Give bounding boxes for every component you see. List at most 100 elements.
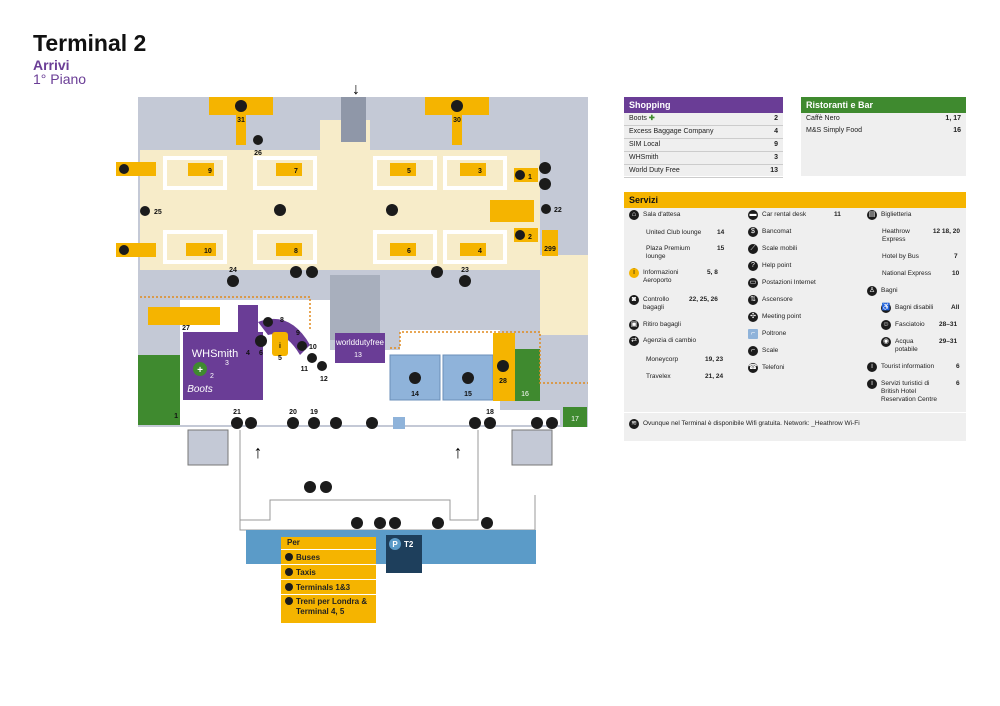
seat-icon: ⌂ — [629, 210, 639, 220]
info-icon: i — [629, 268, 639, 278]
info-icon: i — [867, 362, 877, 372]
svg-text:299: 299 — [544, 246, 556, 253]
svg-text:10: 10 — [309, 344, 317, 351]
exit-west — [187, 429, 229, 466]
phone-icon[interactable] — [539, 162, 551, 174]
escalator-icon: ⟋ — [748, 244, 758, 254]
svg-text:8: 8 — [280, 317, 284, 324]
ms-simply-food[interactable] — [515, 349, 540, 401]
cafe-nero-17[interactable] — [563, 407, 587, 427]
lift-icon — [432, 517, 444, 529]
baggage-icon — [119, 164, 129, 174]
svg-text:25: 25 — [154, 209, 162, 216]
lounge-icon — [462, 372, 474, 384]
shopping-icon — [515, 230, 525, 240]
meeting-icon: ✣ — [748, 312, 758, 322]
svg-text:20: 20 — [289, 409, 297, 416]
arrivals-row-icons: 21 20 19 18 — [231, 409, 558, 429]
carousel-labels: 9 7 5 3 10 8 6 4 — [186, 163, 486, 256]
svg-text:6: 6 — [259, 350, 263, 357]
help-icon: ? — [748, 261, 758, 271]
svg-text:26: 26 — [254, 150, 262, 157]
exit-east — [511, 429, 553, 466]
atm-icon: $ — [748, 227, 758, 237]
pharmacy-icon — [193, 362, 207, 376]
escalator-icon — [304, 481, 316, 493]
svg-text:24: 24 — [229, 267, 237, 274]
svg-text:10: 10 — [204, 248, 212, 255]
baggage-icon: ▣ — [629, 320, 639, 330]
baggage-claim-right — [490, 200, 534, 222]
svg-text:22: 22 — [554, 207, 562, 214]
svg-text:T2: T2 — [404, 540, 414, 549]
cafe-nero-1[interactable] — [138, 355, 180, 425]
floor-label: 1° Piano — [33, 71, 87, 87]
toilet-icon: ♙ — [867, 286, 877, 296]
svg-text:31: 31 — [237, 117, 245, 124]
shopping-panel: Shopping Boots ✚2 Excess Baggage Company… — [624, 97, 783, 178]
svg-text:7: 7 — [294, 168, 298, 175]
top-corridor — [341, 97, 366, 142]
svg-text:18: 18 — [486, 409, 494, 416]
svg-text:21: 21 — [233, 409, 241, 416]
transport-trains[interactable]: Treni per Londra & Terminal 4, 5 — [281, 594, 376, 623]
baggage-hall — [140, 120, 540, 270]
lift-icon — [481, 517, 493, 529]
svg-text:3: 3 — [225, 360, 229, 367]
svg-text:17: 17 — [571, 416, 579, 423]
info-icon[interactable] — [539, 178, 551, 190]
customs-area — [330, 275, 380, 340]
baggage-icon — [119, 245, 129, 255]
camera-icon — [140, 206, 150, 216]
transport-buses[interactable]: Buses — [281, 549, 376, 564]
svg-text:23: 23 — [461, 267, 469, 274]
svg-text:30: 30 — [453, 117, 461, 124]
svg-text:13: 13 — [354, 352, 362, 359]
phone-icon[interactable] — [290, 266, 302, 278]
servizi-title: Servizi — [624, 192, 966, 208]
boots-logo: Boots — [187, 384, 213, 395]
page-subtitle: Arrivi — [33, 57, 70, 73]
exchange-icon — [459, 275, 471, 287]
help-icon[interactable] — [306, 266, 318, 278]
terminal-map[interactable]: ↓ 31 30 26 9 7 5 3 10 8 6 4 25 1 — [0, 0, 620, 706]
svg-text:4: 4 — [246, 350, 250, 357]
transport-box: Per Buses Taxis Terminals 1&3 Treni per … — [281, 537, 376, 623]
phone-icon[interactable] — [431, 266, 443, 278]
stairs-icon: ⌐ — [748, 346, 758, 356]
ticket-icon — [297, 341, 307, 351]
wifi-icon: ≋ — [629, 419, 639, 429]
svg-text:2: 2 — [210, 373, 214, 380]
worlddutyfree-shop[interactable] — [335, 333, 385, 363]
train-icon — [285, 597, 293, 605]
ristoranti-title: Ristoranti e Bar — [801, 97, 966, 113]
camera-icon — [253, 135, 263, 145]
info-icon[interactable] — [255, 335, 267, 347]
svg-text:15: 15 — [464, 391, 472, 398]
servizi-panel: Servizi ⌂Sala d'attesa United Club loung… — [624, 192, 966, 441]
transport-terminals[interactable]: Terminals 1&3 — [281, 579, 376, 594]
car-icon — [263, 317, 273, 327]
page-title: Terminal 2 — [33, 30, 147, 56]
svg-text:5: 5 — [278, 355, 282, 362]
svg-text:1: 1 — [174, 413, 178, 420]
water-icon: ◉ — [881, 337, 891, 347]
svg-text:3: 3 — [478, 168, 482, 175]
info-desk[interactable] — [272, 332, 288, 356]
svg-text:4: 4 — [478, 248, 482, 255]
svg-text:2: 2 — [528, 234, 532, 241]
pharmacy-icon: ✚ — [648, 115, 655, 122]
transport-taxis[interactable]: Taxis — [281, 564, 376, 579]
taxi-icon — [285, 568, 293, 576]
svg-text:5: 5 — [407, 168, 411, 175]
shop-boots[interactable]: Boots ✚2 — [624, 113, 783, 126]
accessible-icon — [374, 517, 386, 529]
chair-icon: ⌐ — [748, 329, 758, 339]
